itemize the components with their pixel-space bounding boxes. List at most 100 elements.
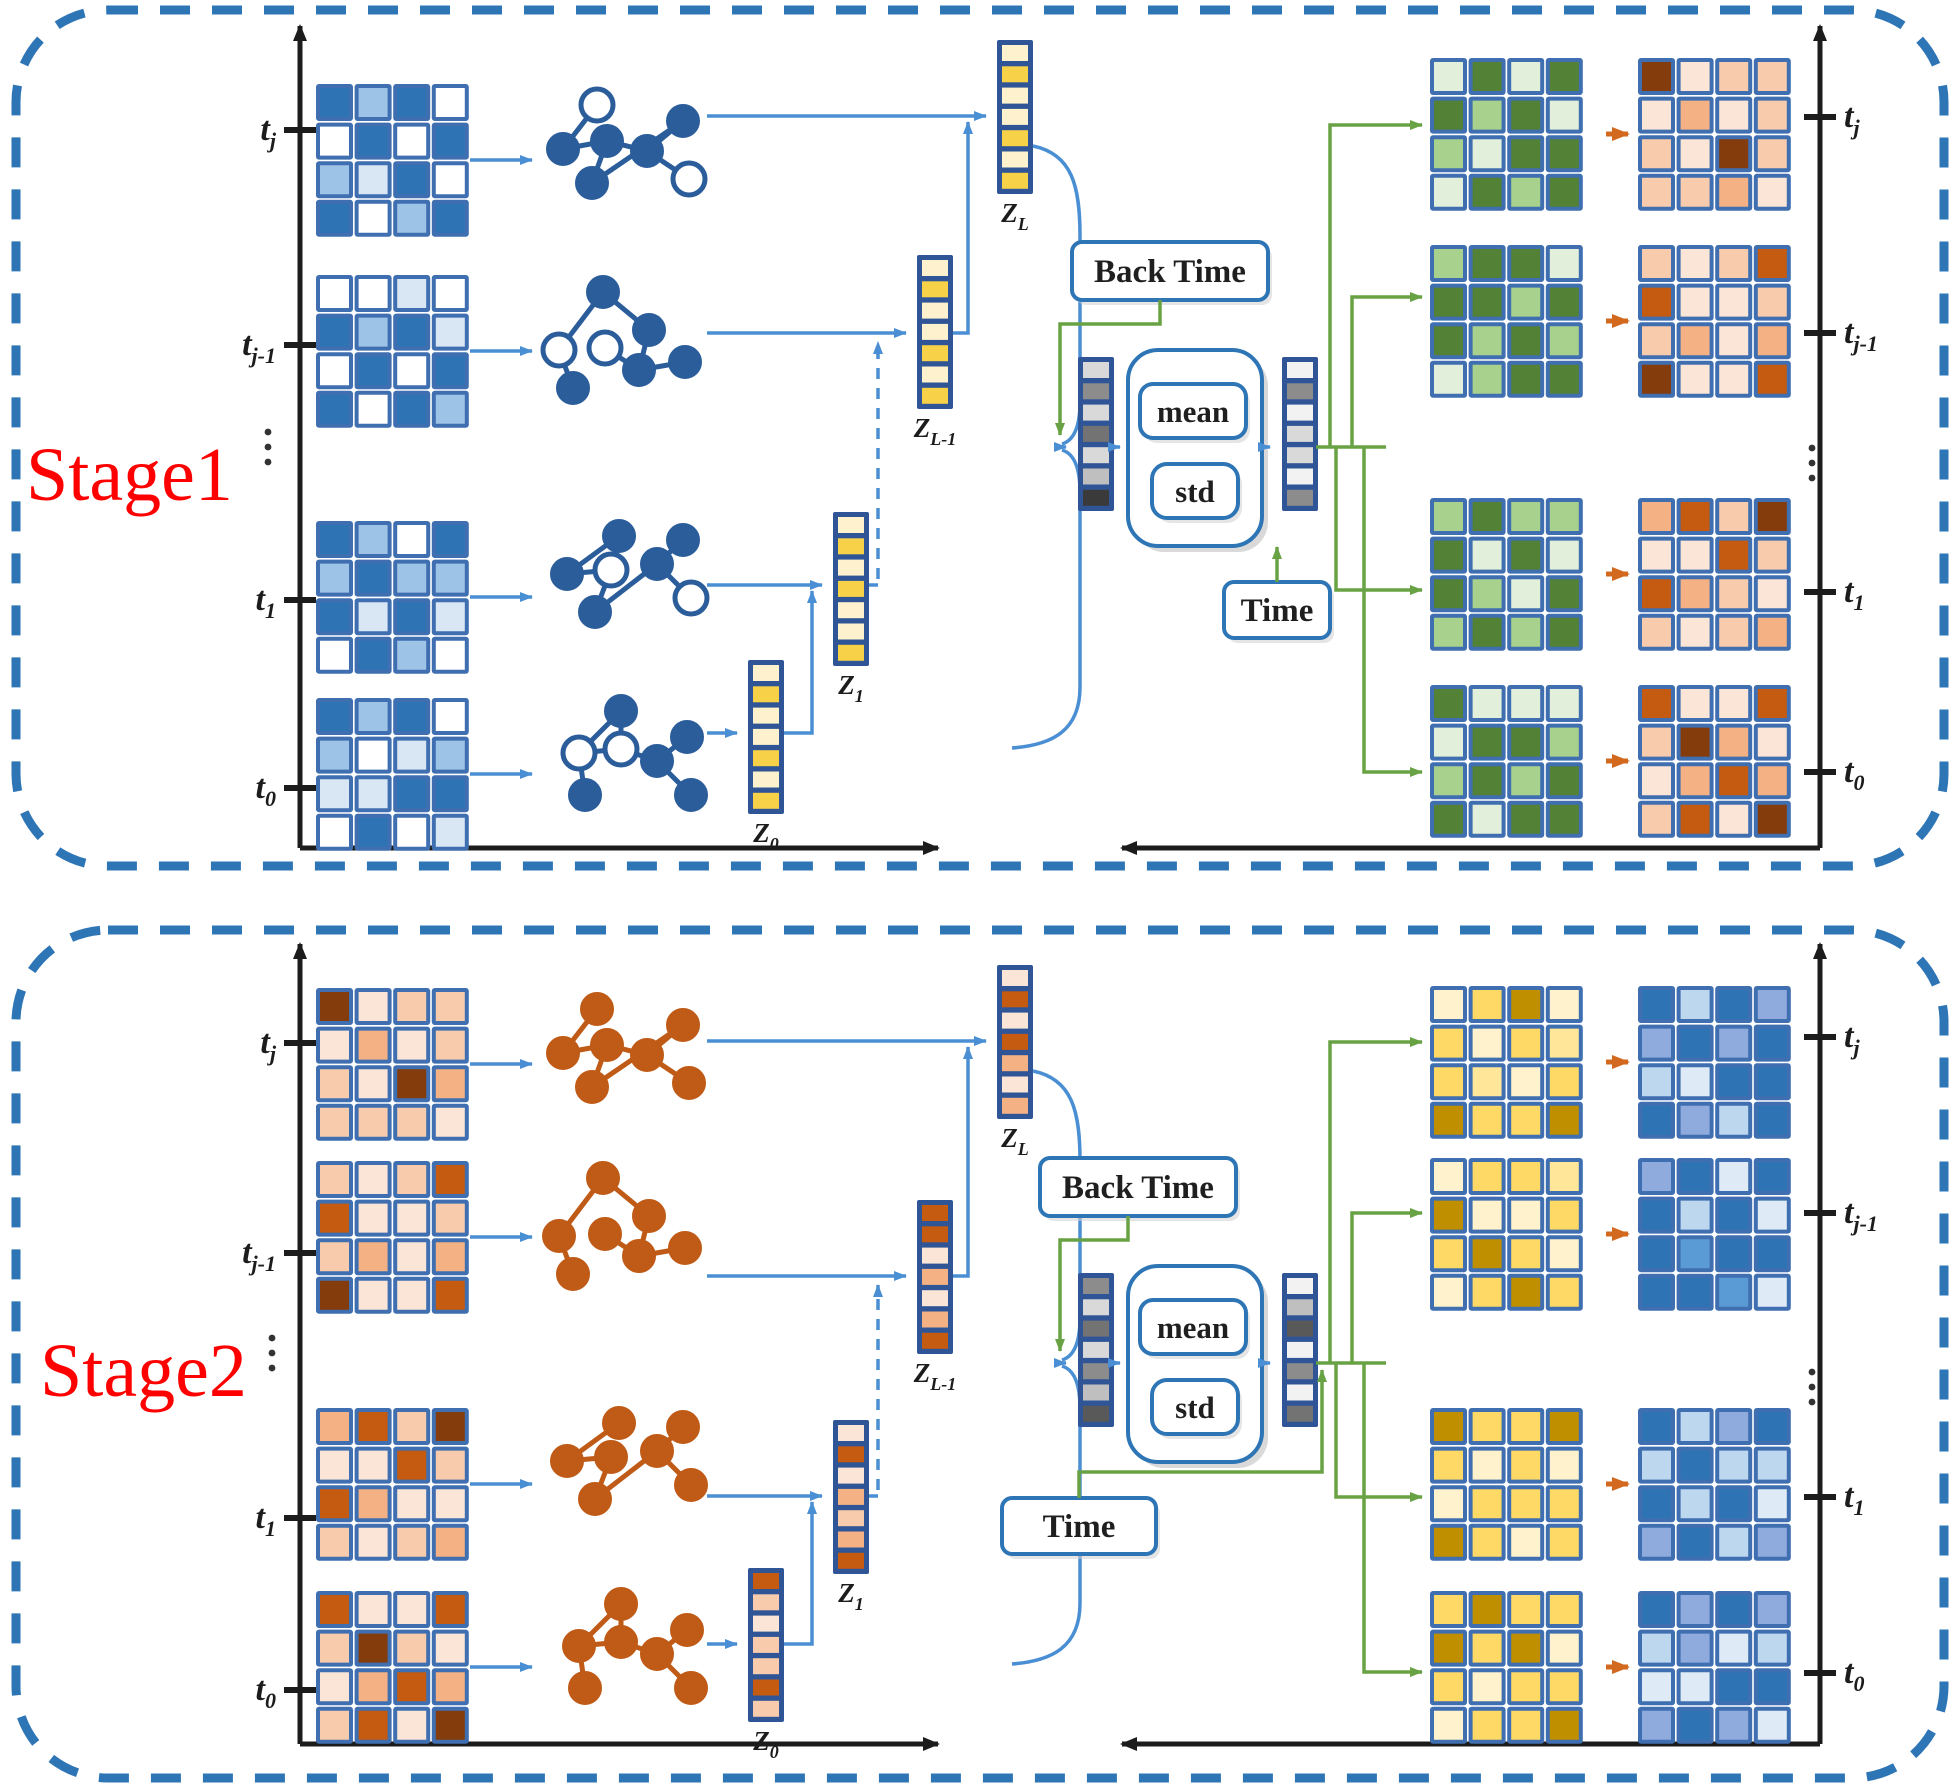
matrix-cell — [1638, 762, 1675, 800]
z-label: ZL — [1000, 198, 1029, 234]
z-label-sub: L-1 — [929, 429, 956, 449]
matrix-cell — [1430, 1523, 1467, 1561]
matrix-cell — [393, 1668, 431, 1706]
z-label-sub: 1 — [855, 686, 864, 706]
matrix-cell — [1753, 1235, 1791, 1273]
matrix-cell — [1468, 1196, 1506, 1234]
vector-cell — [922, 1205, 948, 1221]
z-label-base: Z — [837, 1578, 855, 1608]
matrix-cell — [316, 736, 353, 774]
matrix-cell — [316, 1276, 353, 1314]
matrix-cell — [393, 698, 431, 735]
matrix-cell — [1753, 536, 1791, 574]
matrix-cell — [1507, 575, 1545, 613]
matrix-cell — [1676, 1158, 1714, 1195]
stage-border — [11, 925, 1949, 1783]
vector-cell — [1083, 362, 1109, 378]
vector-cell — [1287, 1341, 1313, 1358]
matrix-cell — [1676, 58, 1714, 95]
matrix-cell — [1430, 575, 1467, 613]
matrix-cell — [1676, 1706, 1714, 1744]
vector-cell — [1002, 1076, 1028, 1093]
matrix-cell — [1507, 58, 1545, 95]
left-tick-label-base: t — [260, 111, 271, 148]
matrix-cell — [354, 1446, 392, 1484]
right-tick-label: tj-1 — [1844, 314, 1878, 356]
matrix-cell — [1715, 1668, 1753, 1706]
matrix-cell — [1545, 1063, 1583, 1101]
matrix-cell — [1676, 1485, 1714, 1523]
connector-line — [1077, 1369, 1327, 1498]
left-tick-label-sub: j — [267, 128, 277, 153]
right-tick-label-base: t — [1844, 1654, 1855, 1691]
z-label: Z1 — [837, 670, 864, 706]
dot — [1808, 459, 1816, 467]
matrix-cell — [1676, 1591, 1714, 1628]
vector-cell — [922, 1290, 948, 1307]
matrix-cell — [316, 1485, 353, 1523]
decoded-matrix — [1430, 58, 1583, 211]
matrix-cell — [393, 84, 431, 121]
matrix-cell — [1545, 58, 1583, 95]
vector-cell — [1287, 1299, 1313, 1316]
matrix-cell — [1430, 1446, 1467, 1484]
matrix-cell — [1676, 360, 1714, 398]
matrix-cell — [1545, 800, 1583, 838]
matrix-cell — [393, 1161, 431, 1198]
matrix-cell — [1430, 986, 1467, 1023]
matrix-cell — [1545, 1523, 1583, 1561]
right-tick-label-base: t — [1844, 98, 1855, 135]
matrix-cell — [354, 988, 392, 1025]
graph-node — [580, 992, 614, 1026]
matrix-cell — [1676, 762, 1714, 800]
vector-cell — [1083, 383, 1109, 400]
matrix-cell — [1507, 800, 1545, 838]
matrix-cell — [1753, 1273, 1791, 1311]
vector-cell — [1002, 991, 1028, 1008]
matrix-cell — [1545, 1706, 1583, 1744]
matrix-cell — [393, 1026, 431, 1064]
matrix-cell — [1715, 322, 1753, 360]
vector-cell — [753, 707, 779, 724]
connector-line — [1362, 447, 1423, 777]
vector-cell — [1083, 1278, 1109, 1294]
connector-line — [1350, 1208, 1423, 1363]
matrix-cell — [316, 1446, 353, 1484]
matrix-cell — [1507, 723, 1545, 761]
matrix-cell — [1715, 498, 1753, 535]
output-matrix — [1638, 498, 1791, 651]
graph-node — [640, 744, 674, 778]
graph-node-hollow — [560, 734, 598, 772]
right-tick-label: tj-1 — [1844, 1194, 1878, 1236]
decoded-matrix — [1430, 685, 1583, 838]
matrix-cell — [431, 1199, 469, 1237]
z-label: Z0 — [752, 818, 779, 854]
graph-node-hollow — [670, 160, 708, 198]
back-time-box: Back Time — [1038, 1156, 1240, 1221]
matrix-cell — [316, 313, 353, 351]
graph-node — [546, 1036, 580, 1070]
matrix-cell — [1638, 1273, 1675, 1311]
graph-node-hollow — [592, 551, 630, 589]
matrix-cell — [1468, 1706, 1506, 1744]
matrix-cell — [1507, 613, 1545, 651]
left-tick-label-base: t — [256, 581, 267, 618]
matrix-cell — [1638, 96, 1675, 134]
matrix-cell — [316, 1065, 353, 1103]
matrix-cell — [393, 1591, 431, 1628]
matrix-cell — [431, 1103, 469, 1141]
matrix-cell — [1753, 1024, 1791, 1062]
matrix-cell — [1715, 1024, 1753, 1062]
std-box-frame — [1150, 462, 1240, 520]
connector-line — [1055, 300, 1162, 436]
matrix-cell — [316, 1238, 353, 1276]
matrix-cell — [1676, 1446, 1714, 1484]
left-tick-label: tj-1 — [242, 1234, 276, 1276]
matrix-cell — [1638, 1591, 1675, 1628]
vector-cell — [1083, 468, 1109, 485]
matrix-cell — [354, 775, 392, 813]
matrix-cell — [1507, 1158, 1545, 1195]
connector-line — [1011, 448, 1082, 750]
matrix-cell — [431, 352, 469, 390]
